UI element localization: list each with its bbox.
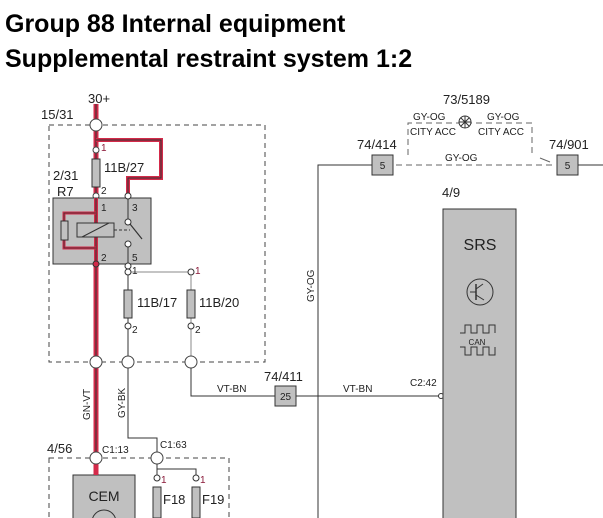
pin-label: 1 — [195, 266, 201, 277]
wire-gy-og[interactable] — [317, 164, 372, 518]
srs-pin-label: C2:42 — [410, 378, 437, 389]
relay-pin-label: 2 — [101, 253, 107, 264]
variant-label: CITY ACC — [478, 127, 524, 138]
wire-label: GY-OG — [306, 269, 317, 302]
power-wire-relay-loop[interactable] — [96, 138, 163, 196]
fuse-label: 11B/17 — [137, 295, 177, 310]
connector-74-414[interactable] — [371, 154, 394, 176]
relay-switch-icon — [129, 223, 143, 240]
pin-label: 2 — [132, 325, 138, 336]
cem-name: CEM — [88, 488, 119, 504]
supply-label: 30+ — [88, 91, 110, 106]
fuse-label: F18 — [163, 492, 185, 507]
junction-node — [89, 118, 103, 132]
pin-label: 1 — [132, 266, 138, 277]
pin-label: 2 — [101, 186, 107, 197]
fuse-11b-20[interactable] — [186, 289, 196, 319]
connector-pin: 5 — [380, 161, 386, 172]
wire-label: GY-OG — [487, 112, 520, 123]
connector-pin: 25 — [280, 392, 292, 403]
relay-name: R7 — [57, 184, 74, 199]
relay-pin-label: 5 — [132, 253, 138, 264]
fuse-11b-17[interactable] — [123, 289, 133, 319]
fuse-label: 11B/27 — [104, 160, 144, 175]
cem-module[interactable] — [72, 474, 136, 518]
srs-module[interactable] — [442, 208, 517, 518]
splice-icon — [458, 115, 472, 129]
relay-location: 2/31 — [53, 168, 78, 183]
connector-pin: 5 — [565, 161, 571, 172]
pin-label: 1 — [101, 143, 107, 154]
fuse-pin — [92, 146, 100, 154]
srs-name: SRS — [464, 237, 497, 254]
variant-label: CITY ACC — [410, 127, 456, 138]
fuse-label: 11B/20 — [199, 295, 239, 310]
cem-box — [48, 457, 230, 518]
pin-label: 1 — [200, 475, 206, 486]
pin-label: 2 — [195, 325, 201, 336]
cem-location: 4/56 — [47, 441, 72, 456]
connector-label: 74/414 — [357, 137, 397, 152]
fuse-label: F19 — [202, 492, 224, 507]
transistor-icon — [466, 278, 494, 306]
diagram-title-line1: Group 88 Internal equipment — [5, 10, 346, 38]
wire-vt-bn[interactable] — [190, 368, 275, 397]
fuse-11b-27[interactable] — [91, 158, 101, 188]
wire-label: GY-BK — [117, 387, 128, 418]
pin-label: 1 — [161, 475, 167, 486]
fuse-box-15-31 — [48, 124, 266, 363]
connector-label: 74/901 — [549, 137, 589, 152]
wire-label: GY-OG — [445, 153, 478, 164]
relay-pin-label: 3 — [132, 203, 138, 214]
diagram-title-line2: Supplemental restraint system 1:2 — [5, 45, 413, 73]
connector-label: 73/5189 — [443, 92, 490, 107]
wire-label: GN-VT — [82, 389, 93, 420]
wire-gy-bk[interactable] — [127, 368, 158, 452]
can-label: CAN — [469, 338, 486, 347]
wire-label: VT-BN — [217, 384, 246, 395]
resistor-icon — [60, 220, 69, 241]
connector-74-411[interactable] — [274, 385, 297, 407]
connector-label: 74/411 — [264, 369, 303, 384]
fuse-f19[interactable] — [191, 486, 201, 518]
fuse-f18[interactable] — [152, 486, 162, 518]
can-bus-icon — [460, 324, 496, 356]
srs-location: 4/9 — [442, 185, 460, 200]
wire-label: GY-OG — [413, 112, 446, 123]
switch-contact — [124, 218, 132, 226]
relay-pin-label: 1 — [101, 203, 107, 214]
wire-label: VT-BN — [343, 384, 372, 395]
switch-contact — [124, 240, 132, 248]
cem-pin-label: C1:63 — [160, 440, 187, 451]
node-label: 15/31 — [41, 107, 74, 122]
cem-pin-label: C1:13 — [102, 445, 129, 456]
